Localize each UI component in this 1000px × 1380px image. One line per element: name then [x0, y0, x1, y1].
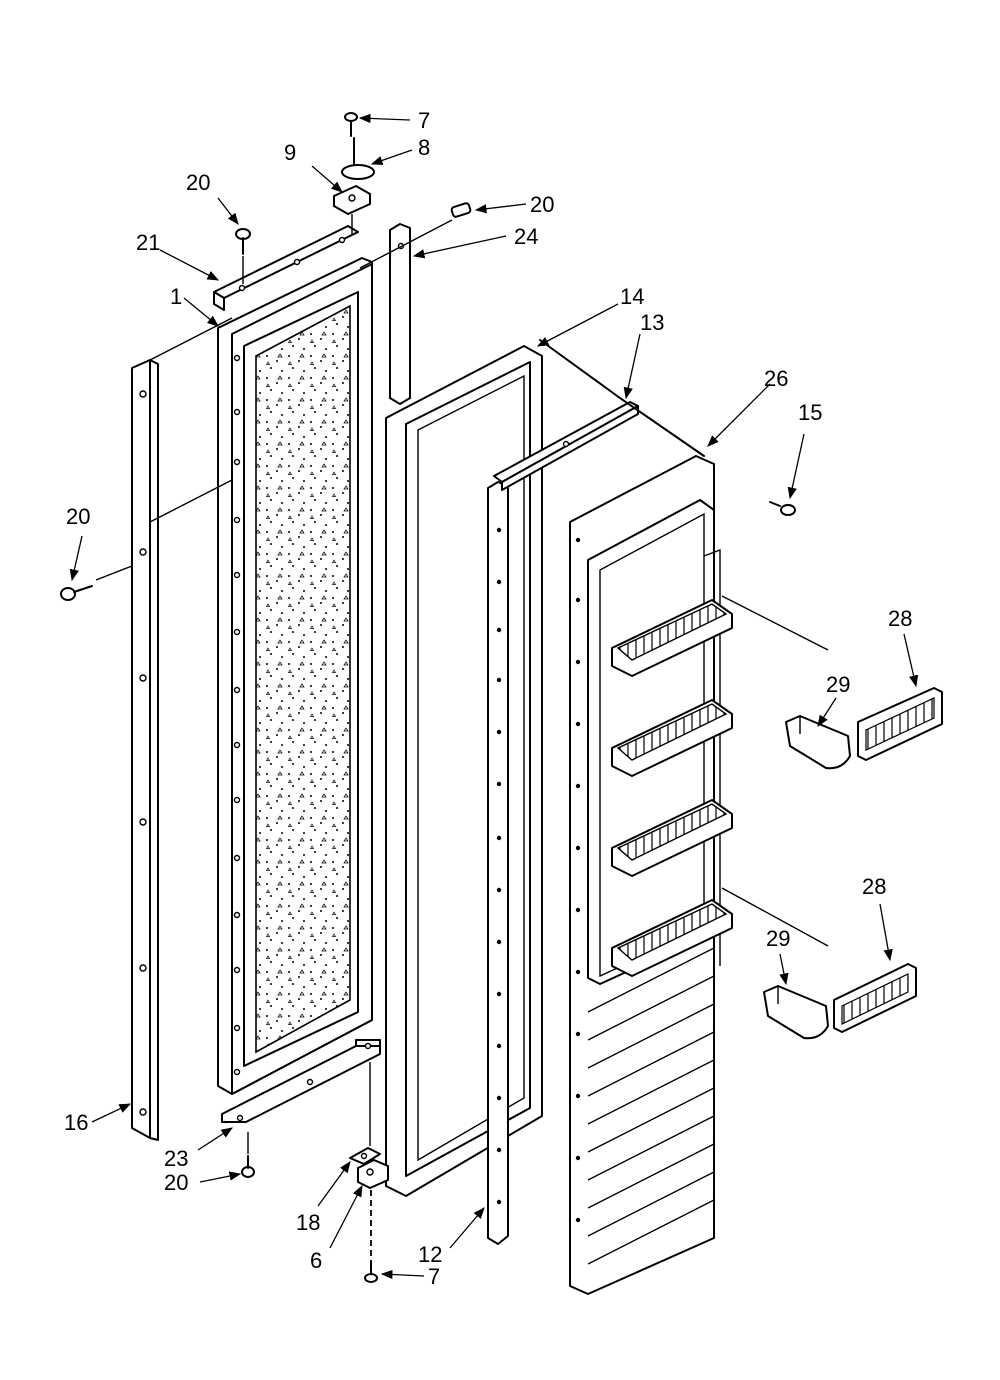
door-shelf: [611, 899, 733, 977]
callout-15: 15: [798, 400, 822, 425]
callout-28-lower: 28: [862, 874, 886, 899]
outer-door-panel-1: [149, 257, 373, 1095]
leader-arrows: [69, 113, 919, 1280]
vertical-strip-24: [389, 223, 411, 405]
callout-28-upper: 28: [888, 606, 912, 631]
bottom-bracket-23: [221, 1039, 381, 1123]
door-shelf: [611, 699, 733, 777]
bin-rail-28-upper: [857, 687, 943, 761]
callout-labels: 7 8 9 20 20 24 21 1 14 13 26 15 20 28 29…: [64, 108, 912, 1289]
screw-20-left: [60, 565, 133, 601]
callout-13: 13: [640, 310, 664, 335]
callout-12: 12: [418, 1242, 442, 1267]
bin-rail-28-lower: [833, 963, 917, 1033]
callout-16: 16: [64, 1110, 88, 1135]
screw-7-top: [344, 112, 358, 137]
callout-9: 9: [284, 140, 296, 165]
door-shelf: [611, 799, 733, 877]
hinge-pin-8: [341, 137, 375, 180]
end-cap-29-upper: [785, 715, 851, 770]
callout-29-lower: 29: [766, 926, 790, 951]
end-cap-29-lower: [763, 985, 829, 1040]
top-bracket-21: [213, 225, 359, 311]
callout-6: 6: [310, 1248, 322, 1273]
callout-21: 21: [136, 230, 160, 255]
callout-18: 18: [296, 1210, 320, 1235]
callout-24: 24: [514, 224, 538, 249]
bottom-hinge-18: [349, 1062, 381, 1165]
callout-26: 26: [764, 366, 788, 391]
callout-29-upper: 29: [826, 672, 850, 697]
edge-trim-12: [487, 481, 509, 1245]
screw-20-bottom: [241, 1132, 255, 1178]
door-shelf: [611, 599, 733, 677]
callout-20-top-right: 20: [530, 192, 554, 217]
screw-20-top-right: [359, 202, 472, 269]
callout-20-left: 20: [66, 504, 90, 529]
screw-20-top-left: [235, 228, 251, 284]
hinge-plate-6: [357, 1159, 389, 1189]
callout-20-top-left: 20: [186, 170, 210, 195]
callout-20-bottom: 20: [164, 1170, 188, 1195]
screw-15: [769, 501, 796, 516]
callout-7-top: 7: [418, 108, 430, 133]
screw-7-bottom: [364, 1261, 378, 1283]
callout-1: 1: [170, 284, 182, 309]
trim-strip-16: [131, 317, 233, 1141]
top-hinge-9: [333, 185, 371, 234]
callout-23: 23: [164, 1146, 188, 1171]
top-trim-13: [493, 401, 639, 491]
callout-14: 14: [620, 284, 644, 309]
inner-door-liner-26: [539, 339, 829, 1295]
callout-8: 8: [418, 135, 430, 160]
callout-7-bottom: 7: [428, 1264, 440, 1289]
